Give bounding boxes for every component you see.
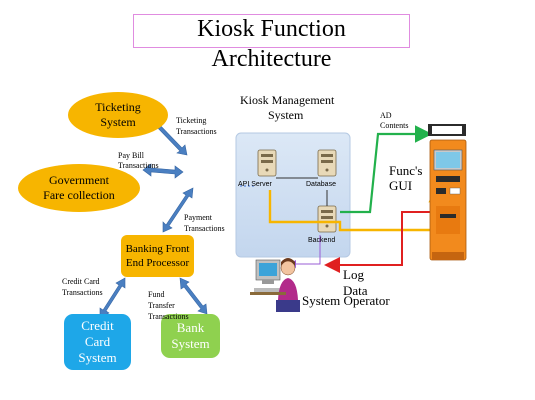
payment-label-1: Payment bbox=[184, 213, 212, 222]
ad-contents-label-2: Contents bbox=[380, 121, 409, 130]
credit-line-2: Card bbox=[84, 334, 111, 349]
ad-contents-link bbox=[340, 125, 433, 214]
payment-arrow bbox=[162, 187, 194, 233]
ticketing-line-2: System bbox=[100, 115, 136, 129]
banking-line-1: Banking Front bbox=[125, 243, 190, 255]
payment-label-2: Transactions bbox=[184, 224, 225, 233]
credit-card-system-node: Credit Card System bbox=[64, 314, 131, 370]
kiosk-mgmt-title-1: Kiosk Management bbox=[240, 93, 335, 107]
banking-line-2: End Processor bbox=[125, 257, 190, 269]
credit-line-1: Credit bbox=[81, 318, 114, 333]
credit-card-arrow bbox=[99, 277, 126, 319]
system-operator-icon bbox=[250, 258, 300, 312]
credit-line-3: System bbox=[78, 350, 117, 365]
pay-bill-label-1: Pay Bill bbox=[118, 151, 145, 160]
log-data-label-1: Log bbox=[343, 267, 364, 282]
log-data-link bbox=[324, 211, 432, 273]
bank-system-node: Bank System bbox=[161, 314, 220, 358]
fund-transfer-label-3: Transactions bbox=[148, 312, 189, 321]
funcs-gui-label-1: Func's bbox=[389, 163, 423, 178]
fund-transfer-label-1: Fund bbox=[148, 290, 165, 299]
log-data-label-2: Data bbox=[343, 283, 368, 298]
bank-line-2: System bbox=[171, 336, 210, 351]
government-line-2: Fare collection bbox=[43, 188, 115, 202]
ticketing-transactions-label-2: Transactions bbox=[176, 127, 217, 136]
banking-front-end-node: Banking Front End Processor bbox=[121, 235, 194, 277]
backend-label: Backend bbox=[308, 237, 336, 244]
system-operator-label: System Operator bbox=[302, 293, 390, 308]
pay-bill-arrow bbox=[142, 163, 184, 179]
backend-server-icon bbox=[317, 205, 337, 233]
fund-transfer-label-2: Transfer bbox=[148, 301, 175, 310]
funcs-gui-label-2: GUI bbox=[389, 178, 413, 193]
page-subtitle: Architecture bbox=[211, 46, 332, 72]
fund-transfer-arrow bbox=[179, 277, 208, 315]
bank-line-1: Bank bbox=[176, 320, 205, 335]
database-label: Database bbox=[306, 181, 336, 188]
credit-card-tx-label-2: Transactions bbox=[62, 288, 103, 297]
ticketing-transactions-label-1: Ticketing bbox=[176, 116, 207, 125]
kiosk-terminal-icon bbox=[428, 124, 467, 261]
title-box bbox=[133, 14, 410, 48]
ad-contents-label-1: AD bbox=[380, 111, 392, 120]
api-server-label: API Server bbox=[238, 181, 272, 188]
api-server-icon bbox=[257, 149, 277, 177]
page-title: Kiosk Function bbox=[197, 16, 346, 42]
government-fare-node: Government Fare collection bbox=[18, 164, 140, 212]
credit-card-tx-label-1: Credit Card bbox=[62, 277, 100, 286]
government-line-1: Government bbox=[49, 173, 109, 187]
operator-link bbox=[288, 235, 321, 268]
ticketing-line-1: Ticketing bbox=[95, 100, 141, 114]
database-server-icon bbox=[317, 149, 337, 177]
kiosk-mgmt-title-2: System bbox=[268, 108, 304, 122]
pay-bill-label-2: Transactions bbox=[118, 161, 159, 170]
ticketing-system-node: Ticketing System bbox=[68, 92, 168, 138]
